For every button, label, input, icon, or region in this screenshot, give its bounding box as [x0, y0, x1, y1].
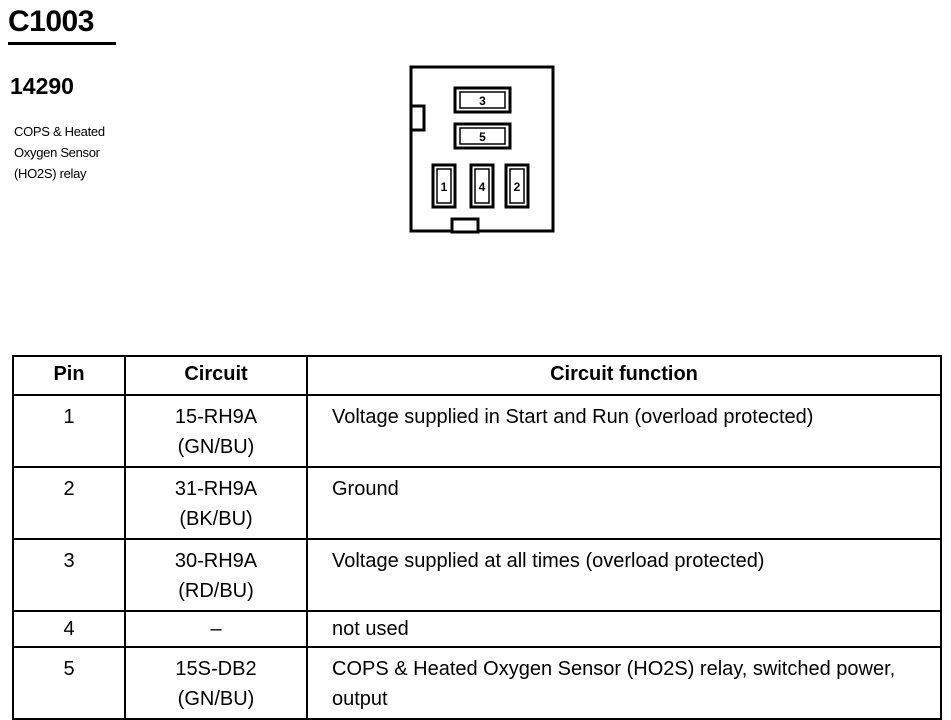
pin-slot-3-inner	[459, 91, 506, 109]
title-underline	[8, 42, 116, 45]
circuit-cell: 30-RH9A (RD/BU)	[124, 538, 308, 612]
wire-color: (RD/BU)	[178, 580, 254, 602]
table-row: 5 15S-DB2 (GN/BU) COPS & Heated Oxygen S…	[12, 646, 942, 720]
pin-cell: 1	[12, 394, 126, 468]
table-row: 3 30-RH9A (RD/BU) Voltage supplied at al…	[12, 538, 942, 612]
circuit-cell: 15-RH9A (GN/BU)	[124, 394, 308, 468]
circuit-id: 31-RH9A	[174, 478, 258, 500]
pin-table: Pin Circuit Circuit function 1 15-RH9A (…	[12, 355, 942, 720]
function-cell: COPS & Heated Oxygen Sensor (HO2S) relay…	[306, 646, 942, 720]
pin-cell: 3	[12, 538, 126, 612]
function-cell: Voltage supplied at all times (overload …	[306, 538, 942, 612]
pin-label: 1	[441, 180, 448, 194]
pin-cell: 5	[12, 646, 126, 720]
header-circuit: Circuit	[124, 355, 308, 396]
pin-slot-4-inner	[474, 168, 490, 204]
table-row: 2 31-RH9A (BK/BU) Ground	[12, 466, 942, 540]
pin-slot-1	[431, 163, 457, 209]
wire-color: (GN/BU)	[177, 688, 255, 710]
description-line: Oxygen Sensor	[14, 145, 100, 160]
circuit-id: –	[210, 618, 222, 640]
header-pin: Pin	[12, 355, 126, 396]
pin-slot-2-inner	[509, 168, 525, 204]
part-number: 14290	[10, 73, 74, 99]
locking-tab	[409, 104, 426, 132]
bottom-key	[450, 217, 480, 234]
circuit-cell: 31-RH9A (BK/BU)	[124, 466, 308, 540]
connector-id: C1003	[8, 5, 94, 38]
header-function: Circuit function	[306, 355, 942, 396]
wire-color: (BK/BU)	[179, 508, 253, 530]
table-row: 1 15-RH9A (GN/BU) Voltage supplied in St…	[12, 394, 942, 468]
pin-label: 3	[479, 94, 486, 108]
circuit-id: 15-RH9A	[174, 406, 258, 428]
pin-slot-2	[504, 163, 530, 209]
description-line: COPS & Heated	[14, 124, 105, 139]
circuit-cell: 15S-DB2 (GN/BU)	[124, 646, 308, 720]
pin-slot-4	[469, 163, 495, 209]
circuit-id: 30-RH9A	[174, 550, 258, 572]
pin-slot-5-inner	[459, 127, 506, 145]
connector-face-diagram: 3 5 1 4 2	[409, 65, 555, 234]
pin-label: 4	[479, 180, 486, 194]
pin-label: 5	[479, 130, 486, 144]
table-row: 4 – not used	[12, 610, 942, 648]
circuit-id: 15S-DB2	[175, 658, 257, 680]
part-description: COPS & Heated Oxygen Sensor (HO2S) relay	[14, 121, 174, 184]
circuit-cell: –	[124, 610, 308, 648]
pin-label: 2	[514, 180, 521, 194]
wire-color: (GN/BU)	[177, 436, 255, 458]
function-cell: Voltage supplied in Start and Run (overl…	[306, 394, 942, 468]
function-cell: not used	[306, 610, 942, 648]
function-cell: Ground	[306, 466, 942, 540]
pin-cell: 2	[12, 466, 126, 540]
description-line: (HO2S) relay	[14, 166, 87, 181]
pin-cell: 4	[12, 610, 126, 648]
table-header-row: Pin Circuit Circuit function	[12, 355, 942, 396]
pin-slot-1-inner	[436, 168, 452, 204]
